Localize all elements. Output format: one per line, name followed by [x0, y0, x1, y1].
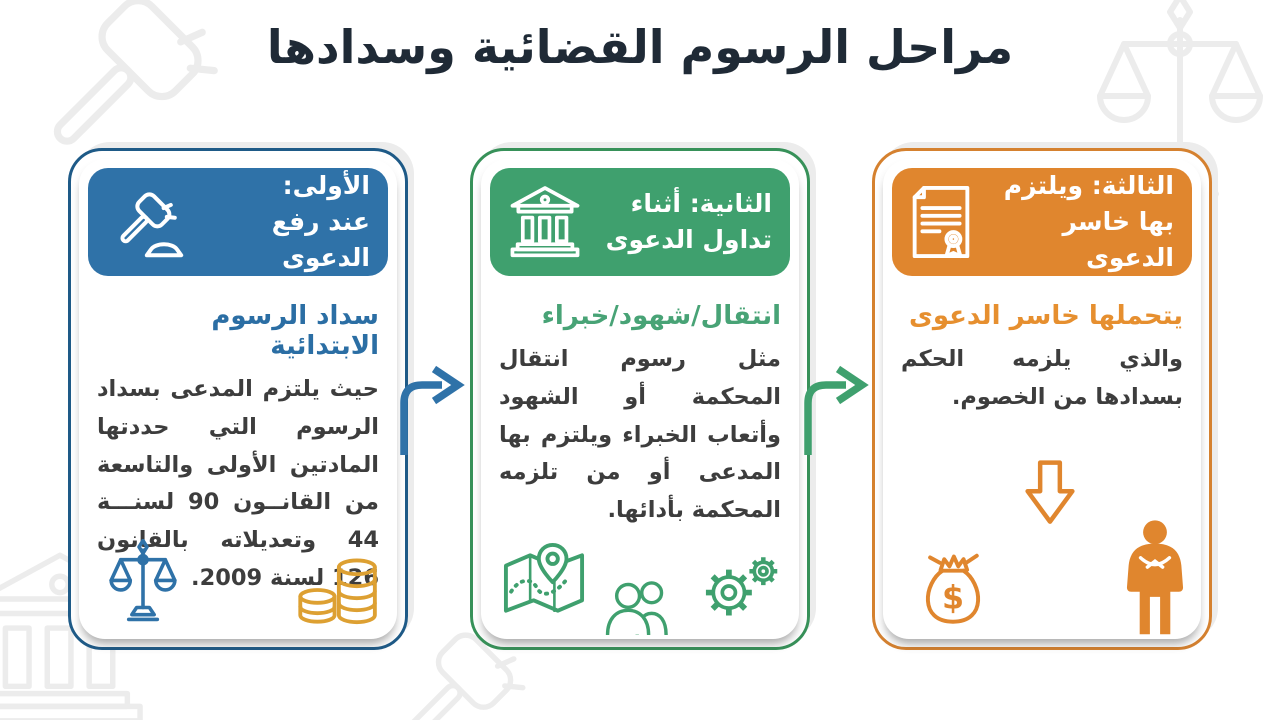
scales-icon: [103, 539, 183, 625]
arrow-stage1-to-stage2: [396, 362, 466, 457]
stage-card-2: الثانية: أثناء تداول الدعوى انتقال/شهود/…: [470, 148, 810, 650]
stage-card-1-header-text: الأولى: عند رفع الدعوى: [271, 170, 370, 273]
arrow-stage2-to-stage3: [800, 362, 870, 457]
stage-card-1-header: الأولى: عند رفع الدعوى: [88, 168, 388, 276]
stage-card-2-subtitle: انتقال/شهود/خبراء: [541, 301, 781, 331]
stage-card-3-header: الثالثة: ويلتزم بها خاسر الدعوى: [892, 168, 1192, 276]
stage-card-3: الثالثة: ويلتزم بها خاسر الدعوى يتحملها …: [872, 148, 1212, 650]
stage-card-1: الأولى: عند رفع الدعوى سداد الرسوم الابت…: [68, 148, 408, 650]
stage-card-2-header-text: الثانية: أثناء تداول الدعوى: [605, 188, 772, 254]
gears-icon: [701, 553, 783, 619]
certificate-icon: [910, 184, 972, 260]
stage-card-1-content: سداد الرسوم الابتدائية حيث يلتزم المدعى …: [79, 285, 397, 598]
map-icon: [499, 541, 589, 625]
stage-card-3-body: والذي يلزمه الحكم بسدادها من الخصوم.: [901, 346, 1183, 410]
losing-person-icon: [1121, 505, 1189, 653]
stage-card-3-header-text: الثالثة: ويلتزم بها خاسر الدعوى: [1003, 170, 1174, 273]
stage-card-1-subtitle: سداد الرسوم الابتدائية: [211, 301, 379, 361]
coins-icon: [295, 557, 381, 629]
stage-card-1-body: حيث يلتزم المدعى بسداد الرسوم التي حددته…: [97, 376, 379, 591]
down-arrow-icon: [1023, 459, 1077, 527]
stage-card-2-content: انتقال/شهود/خبراء مثل رسوم انتقال المحكم…: [481, 285, 799, 530]
stage-card-3-content: يتحملها خاسر الدعوى والذي يلزمه الحكم بس…: [883, 285, 1201, 417]
people-icon: [603, 575, 679, 635]
stage-card-2-header: الثانية: أثناء تداول الدعوى: [490, 168, 790, 276]
money-bag-icon: [913, 539, 993, 627]
courthouse-icon: [508, 185, 582, 259]
stage-card-2-panel: الثانية: أثناء تداول الدعوى انتقال/شهود/…: [481, 159, 799, 639]
stage-card-2-body: مثل رسوم انتقال المحكمة أو الشهود وأتعاب…: [499, 346, 781, 524]
page-title: مراحل الرسوم القضائية وسدادها: [266, 20, 1014, 74]
gavel-icon: [106, 184, 186, 261]
stage-card-3-subtitle: يتحملها خاسر الدعوى: [908, 301, 1183, 331]
stage-card-1-panel: الأولى: عند رفع الدعوى سداد الرسوم الابت…: [79, 159, 397, 639]
